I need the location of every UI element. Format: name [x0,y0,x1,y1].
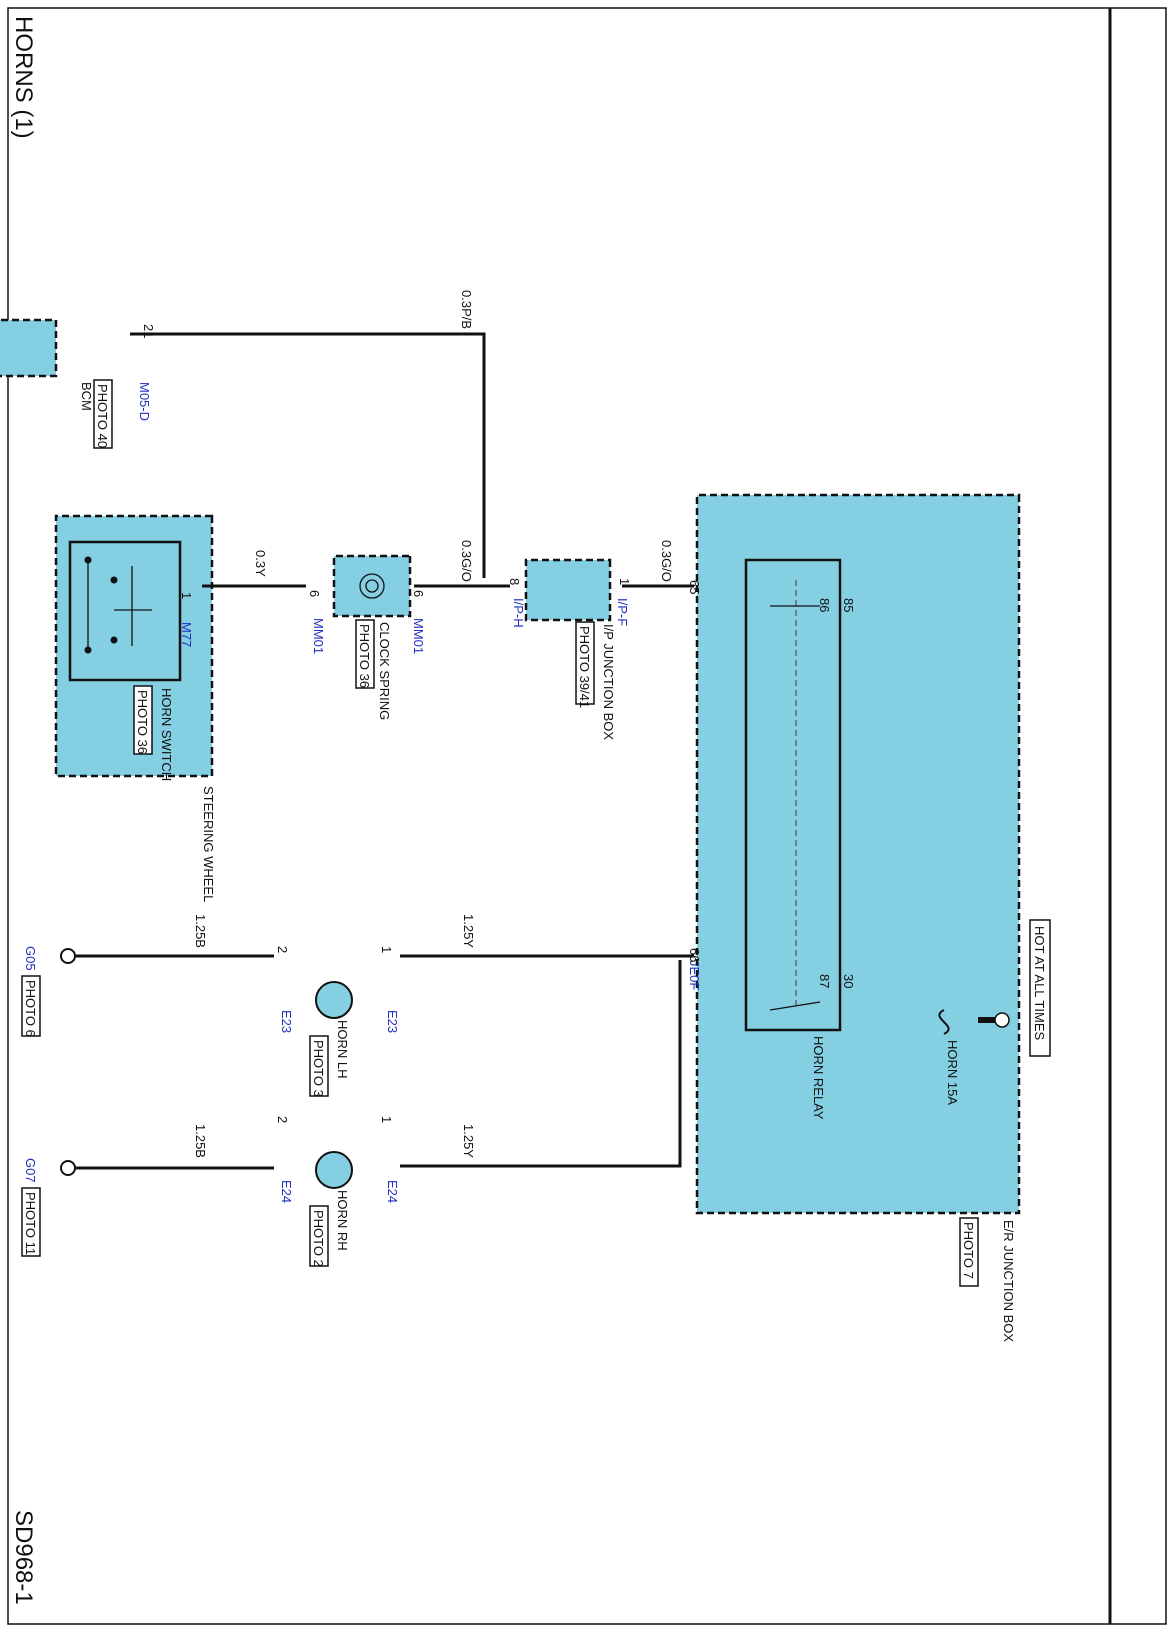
horn-lh-connector-out: E23 [279,1010,294,1033]
bcm-label: BCM [79,382,94,411]
clock-spring-pin-right: 6 [307,590,322,597]
wire-to-horn-rh-label: 1.25Y [461,1124,476,1158]
horn-lh-pin-out: 2 [275,946,290,953]
horn-relay-box [744,558,842,1032]
page-border [7,7,1167,1625]
horn-switch-connector: M77 [179,622,194,647]
wire-lh-ground-label: 1.25B [193,914,208,948]
clock-spring-connector-left: MM01 [411,618,426,654]
clock-spring-icon [359,573,385,599]
wire-bcm [130,332,486,578]
wire-switch-to-clock-label: 0.3Y [253,550,268,577]
relay-pin-switch-in: 30 [841,974,856,988]
horn-rh-icon [315,1151,353,1189]
horn-switch-pin: 1 [179,592,194,599]
ground-g07-id: G07 [23,1158,38,1183]
ground-g05-icon [60,948,76,964]
ground-g07-icon [60,1160,76,1176]
horn-switch-label: HORN SWITCH [159,688,174,781]
wire-ip-to-er-label: 0.3G/O [659,540,674,582]
wire-rh-ground-label: 1.25B [193,1124,208,1158]
bcm-box [0,318,58,378]
wire-to-horn-lh-label: 1.25Y [461,914,476,948]
bcm-photo: PHOTO 40 [95,384,110,448]
ground-g05-id: G05 [23,946,38,971]
wire-clock-to-ip-label: 0.3G/O [459,540,474,582]
horn-rh-photo-frame [309,1205,329,1267]
er-junction-photo-frame [959,1217,979,1287]
horn-switch-photo-frame [133,685,153,755]
clock-spring-photo: PHOTO 36 [357,624,372,688]
horn-rh-photo: PHOTO 2 [311,1210,326,1267]
horn-lh-pin-in: 1 [379,946,394,953]
er-junction-photo: PHOTO 7 [961,1222,976,1279]
er-junction-label: E/R JUNCTION BOX [1001,1220,1016,1342]
ip-connector-right: I/P-F [615,598,630,626]
power-terminal-icon [994,1012,1010,1028]
clock-spring-pin-left: 6 [411,590,426,597]
er-pin-in: 65 [687,580,702,594]
ip-pin-left: 8 [507,578,522,585]
power-label: HOT AT ALL TIMES [1032,926,1047,1040]
wire-to-horn-rh [400,960,682,1168]
bcm-pin: 21 [141,324,156,338]
horn-rh-connector-out: E24 [279,1180,294,1203]
horn-lh-connector-in: E23 [385,1010,400,1033]
diagram-body: HORNS (1) SD968-1 BCM PHOTO 40 M05-D 21 … [0,16,1051,1605]
power-frame [1029,919,1051,1057]
bcm-photo-frame [93,379,113,449]
relay-pin-switch-out: 87 [817,974,832,988]
ip-junction-box [524,558,612,622]
horn-lh-label: HORN LH [335,1020,350,1079]
er-connector: JE0F [687,960,702,990]
clock-spring-inner-icon [365,579,379,593]
ip-junction-photo: PHOTO 39/41 [577,626,592,708]
er-pin-out: 66 [687,948,702,962]
ground-g07-photo-frame [21,1187,41,1257]
ip-junction-photo-frame [575,621,595,705]
horn-lh-photo: PHOTO 3 [311,1040,326,1097]
ground-g05-photo: PHOTO 6 [23,980,38,1037]
page-title: HORNS (1) [10,16,37,139]
switch-contact-a [110,576,118,584]
page-code: SD968-1 [10,1510,37,1605]
horn-rh-pin-out: 2 [275,1116,290,1123]
relay-pin-coil-b: 85 [841,598,856,612]
switch-contact-b [110,636,118,644]
clock-spring-photo-frame [355,619,375,689]
ground-g05-photo-frame [21,975,41,1037]
horn-switch-photo: PHOTO 36 [135,690,150,754]
horn-rh-label: HORN RH [335,1190,350,1251]
er-junction-box [695,493,1021,1215]
horn-relay-label: HORN RELAY [811,1036,826,1120]
ground-g07-photo: PHOTO 11 [23,1192,38,1255]
clock-spring-connector-right: MM01 [311,618,326,654]
bcm-connector: M05-D [137,382,152,421]
fuse-icon [938,1009,950,1035]
horn-lh-icon [315,981,353,1019]
wire-bcm-label: 0.3P/B [459,290,474,329]
ip-pin-right: 1 [617,578,632,585]
horn-switch-box [68,540,182,682]
relay-pin-coil-a: 86 [817,598,832,612]
horn-lh-photo-frame [309,1035,329,1097]
horn-rh-pin-in: 1 [379,1116,394,1123]
ip-connector-left: I/P-H [511,598,526,628]
relay-contact [769,1001,821,1011]
clock-spring-box [332,554,412,618]
ip-junction-label: I/P JUNCTION BOX [601,624,616,740]
clock-spring-label: CLOCK SPRING [377,622,392,720]
steering-wheel-label: STEERING WHEEL [201,786,216,902]
fuse-label: HORN 15A [945,1040,960,1105]
horn-rh-connector-in: E24 [385,1180,400,1203]
